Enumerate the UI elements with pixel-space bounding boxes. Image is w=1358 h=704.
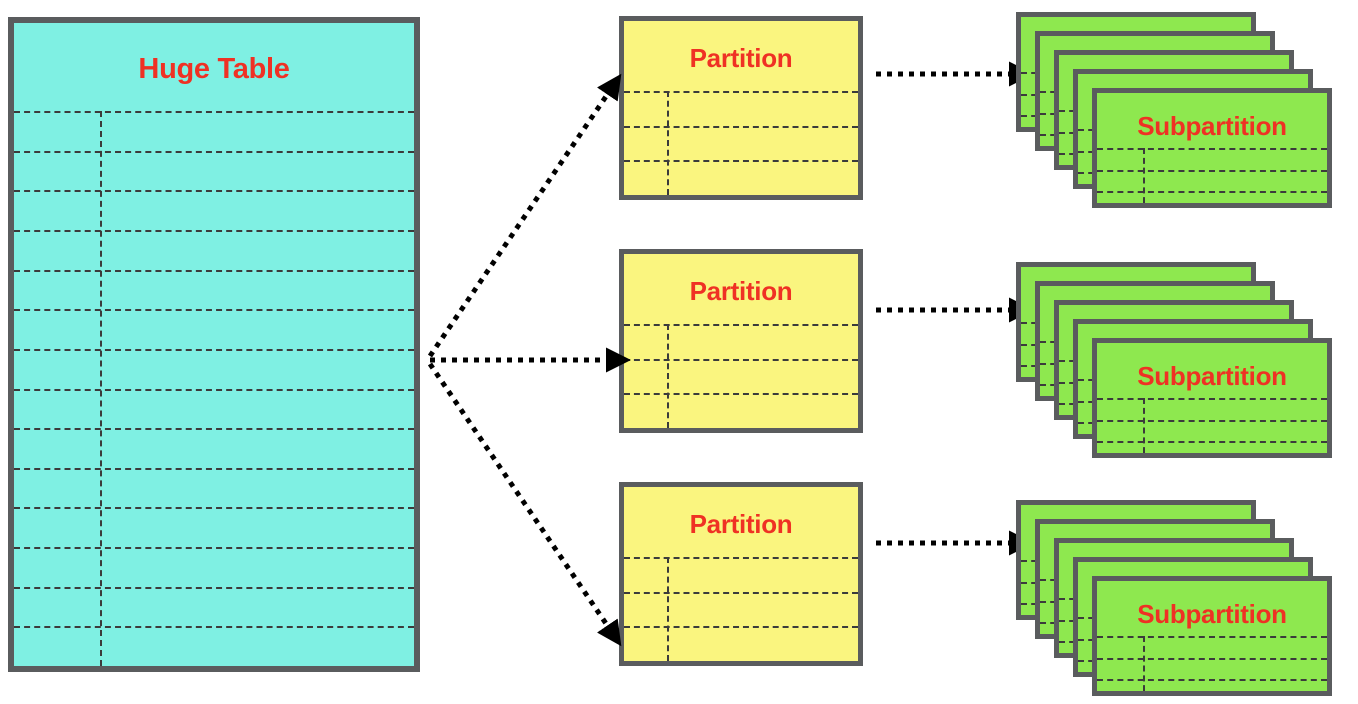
row-divider (624, 591, 858, 594)
row-divider (14, 229, 414, 232)
row-divider (14, 626, 414, 629)
partition-label-1: Partition (689, 43, 793, 73)
column-divider (100, 111, 102, 666)
subpartition-label: Subpartition (1137, 111, 1287, 141)
column-divider (1143, 636, 1145, 691)
row-divider (1097, 169, 1327, 172)
row-divider (1097, 148, 1327, 150)
row-divider (1097, 398, 1327, 400)
column-divider (1143, 398, 1145, 453)
row-divider (14, 348, 414, 351)
partition-box-3[interactable]: Partition (619, 482, 863, 666)
row-divider (14, 547, 414, 550)
subpartition-grid (1097, 343, 1327, 453)
row-divider (624, 358, 858, 361)
row-divider (624, 557, 858, 559)
column-divider (667, 324, 670, 428)
subpartition-card[interactable]: Subpartition (1092, 576, 1332, 696)
row-divider (14, 269, 414, 272)
row-divider (14, 586, 414, 589)
row-divider (1097, 679, 1327, 682)
subpartition-grid (1097, 581, 1327, 691)
huge-table-label: Huge Table (138, 53, 290, 85)
row-divider (1097, 441, 1327, 444)
partition-label-3: Partition (689, 509, 793, 539)
table-to-partition-3-arrow (427, 362, 622, 647)
row-divider (14, 111, 414, 113)
row-divider (14, 507, 414, 510)
column-divider (667, 91, 670, 195)
row-divider (624, 393, 858, 396)
row-divider (14, 309, 414, 312)
row-divider (624, 626, 858, 629)
subpartition-stack-1[interactable]: Subpartition (1016, 12, 1332, 212)
row-divider (1097, 636, 1327, 638)
column-divider (667, 557, 670, 661)
row-divider (1097, 657, 1327, 660)
row-divider (624, 91, 858, 93)
row-divider (14, 190, 414, 193)
subpartition-label: Subpartition (1137, 599, 1287, 629)
partition-label-2: Partition (689, 276, 793, 306)
subpartition-stack-3[interactable]: Subpartition (1016, 500, 1332, 700)
subpartition-card[interactable]: Subpartition (1092, 338, 1332, 458)
row-divider (14, 150, 414, 153)
row-divider (14, 428, 414, 431)
row-divider (14, 467, 414, 470)
partition-grid-1 (624, 21, 858, 195)
subpartition-grid (1097, 93, 1327, 203)
subpartition-label: Subpartition (1137, 361, 1287, 391)
huge-table-box[interactable]: Huge Table (8, 17, 420, 672)
table-to-partition-1-arrow (427, 73, 622, 358)
partition-box-2[interactable]: Partition (619, 249, 863, 433)
subpartition-stack-2[interactable]: Subpartition (1016, 262, 1332, 462)
row-divider (624, 160, 858, 163)
row-divider (624, 125, 858, 128)
partition-grid-3 (624, 487, 858, 661)
row-divider (14, 388, 414, 391)
partition-grid-2 (624, 254, 858, 428)
row-divider (1097, 191, 1327, 194)
row-divider (1097, 419, 1327, 422)
huge-table-grid (14, 23, 414, 666)
partition-box-1[interactable]: Partition (619, 16, 863, 200)
row-divider (624, 324, 858, 326)
column-divider (1143, 148, 1145, 203)
subpartition-card[interactable]: Subpartition (1092, 88, 1332, 208)
